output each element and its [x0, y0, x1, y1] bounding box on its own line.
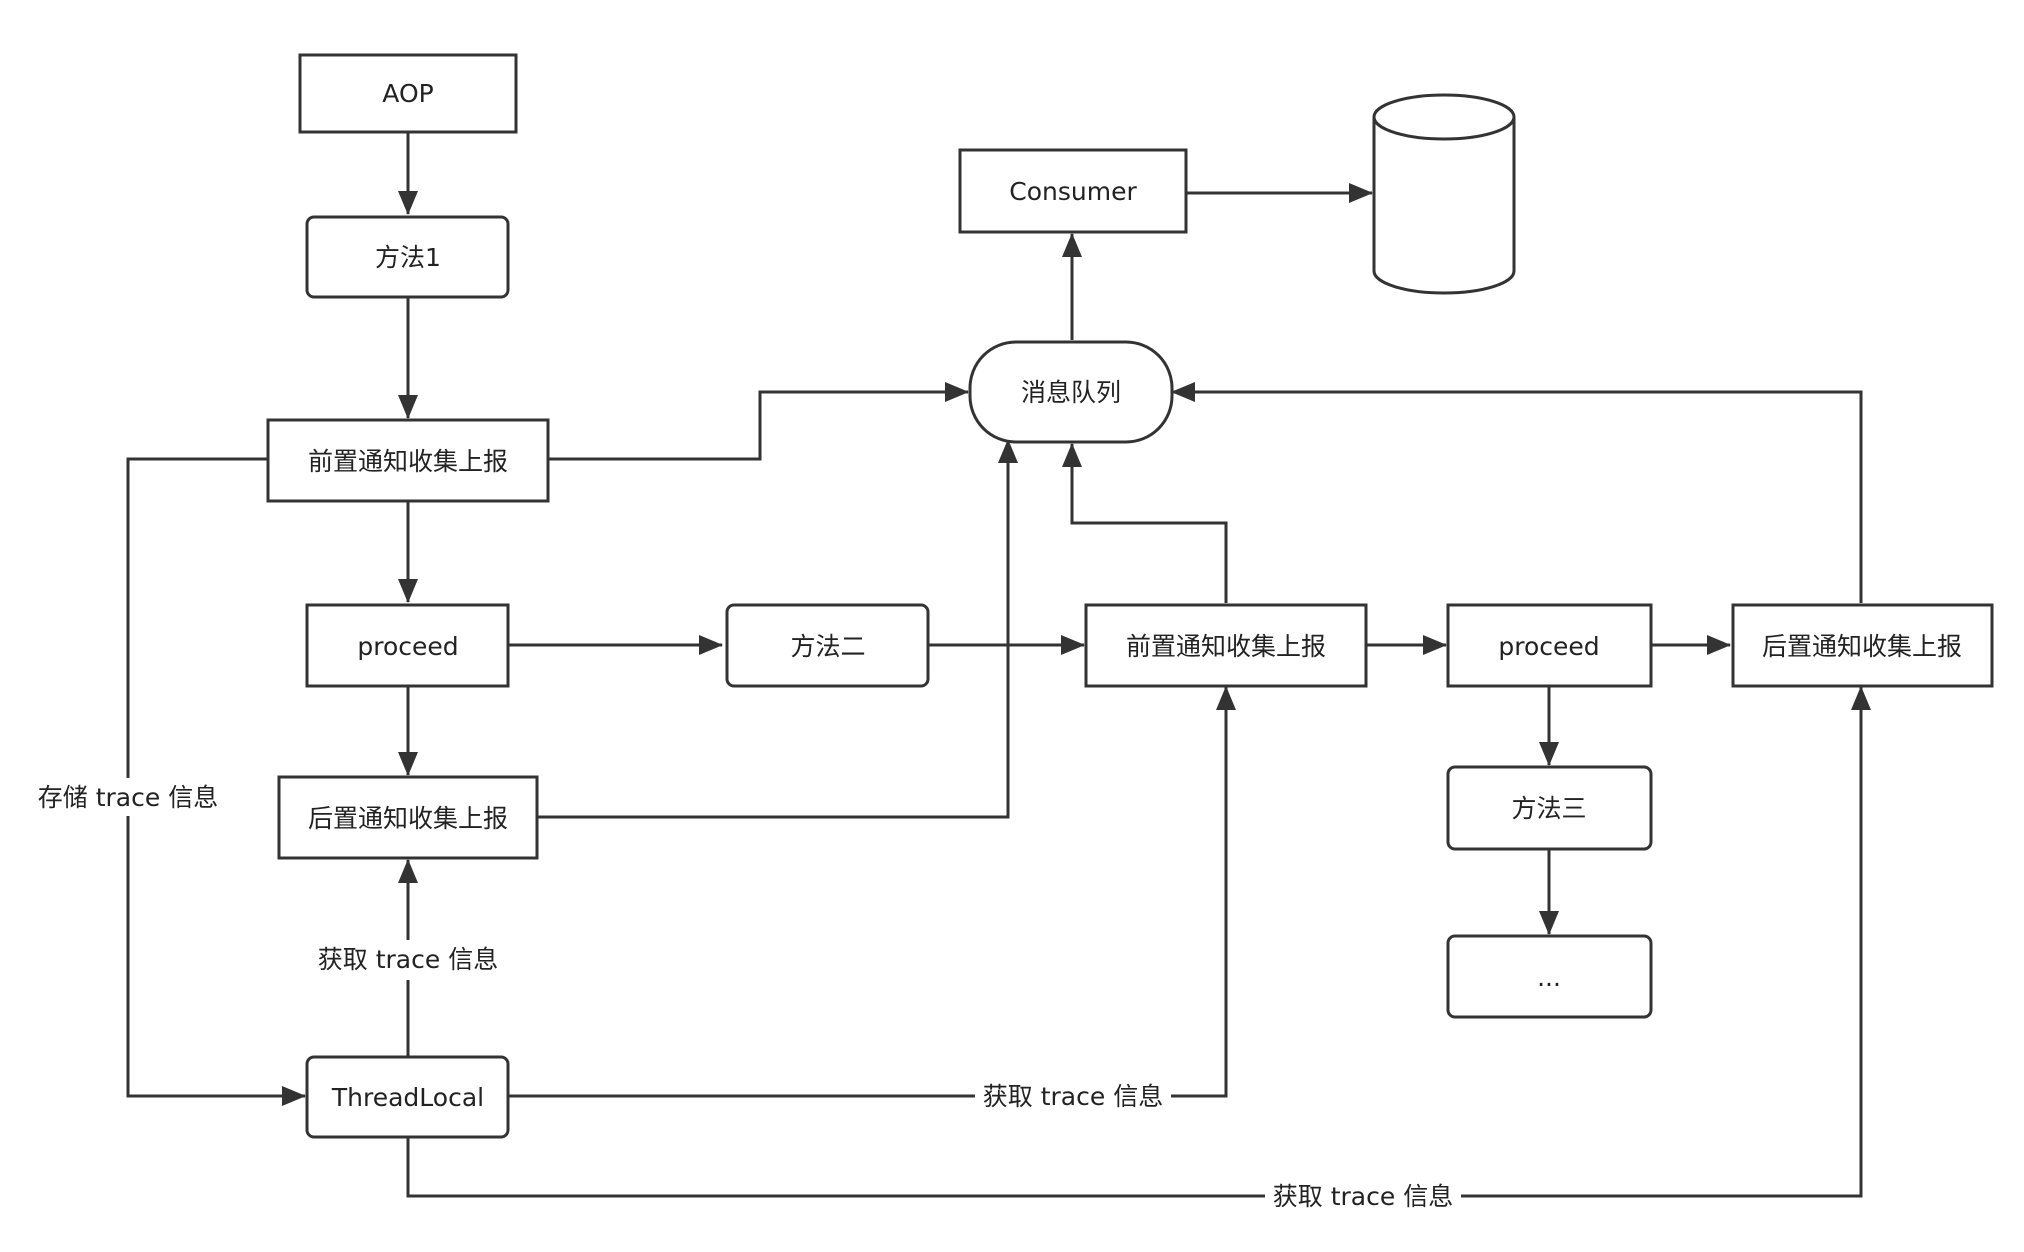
node-threadlocal: ThreadLocal [305, 1055, 510, 1139]
node-post-report-1-label: 后置通知收集上报 [308, 804, 508, 833]
edge-post-report-2-to-queue [1171, 382, 1863, 603]
node-proceed-2: proceed [1446, 603, 1653, 688]
node-method1: 方法1 [305, 215, 510, 299]
label-get-trace-bottom: 获取 trace 信息 [1273, 1182, 1453, 1211]
label-get-trace-middle: 获取 trace 信息 [983, 1082, 1163, 1111]
node-method2: 方法二 [725, 603, 930, 688]
node-aop: AOP [298, 53, 518, 134]
node-ellipsis: ... [1446, 934, 1653, 1019]
edge-store-trace [126, 457, 306, 1106]
node-post-report-1: 后置通知收集上报 [277, 775, 539, 860]
node-message-queue: 消息队列 [968, 340, 1174, 444]
node-threadlocal-label: ThreadLocal [331, 1083, 484, 1112]
edge-threadlocal-to-pre-report-2 [508, 686, 1236, 1098]
node-proceed-1: proceed [305, 603, 510, 688]
node-pre-report-1: 前置通知收集上报 [266, 418, 550, 503]
edge-labels: 存储 trace 信息 获取 trace 信息 获取 trace 信息 获取 t… [30, 778, 1461, 1215]
edge-post-report-1-to-queue [537, 439, 1018, 819]
database-icon [1372, 93, 1516, 295]
label-store-trace: 存储 trace 信息 [38, 783, 218, 812]
edge-pre-report-2-to-queue [1062, 443, 1228, 603]
node-ellipsis-label: ... [1537, 963, 1561, 992]
edge-threadlocal-to-post-report-2 [406, 686, 1871, 1198]
node-consumer-label: Consumer [1009, 177, 1137, 206]
edge-pre-report-1-to-queue [548, 382, 969, 461]
label-get-trace-left: 获取 trace 信息 [318, 945, 498, 974]
node-pre-report-1-label: 前置通知收集上报 [308, 447, 508, 476]
node-pre-report-2: 前置通知收集上报 [1084, 603, 1368, 688]
node-post-report-2-label: 后置通知收集上报 [1762, 632, 1962, 661]
node-message-queue-label: 消息队列 [1021, 378, 1121, 407]
node-method3-label: 方法三 [1511, 794, 1586, 823]
node-consumer: Consumer [958, 148, 1188, 234]
node-proceed-1-label: proceed [357, 632, 458, 661]
node-aop-label: AOP [382, 79, 433, 108]
node-method1-label: 方法1 [375, 243, 441, 272]
node-proceed-2-label: proceed [1498, 632, 1599, 661]
node-pre-report-2-label: 前置通知收集上报 [1126, 632, 1326, 661]
node-method3: 方法三 [1446, 765, 1653, 851]
edges [126, 132, 1871, 1198]
node-method2-label: 方法二 [790, 632, 865, 661]
nodes: AOP 方法1 前置通知收集上报 proceed 后置通知收集上报 Thread… [266, 53, 1994, 1139]
node-post-report-2: 后置通知收集上报 [1731, 603, 1994, 688]
